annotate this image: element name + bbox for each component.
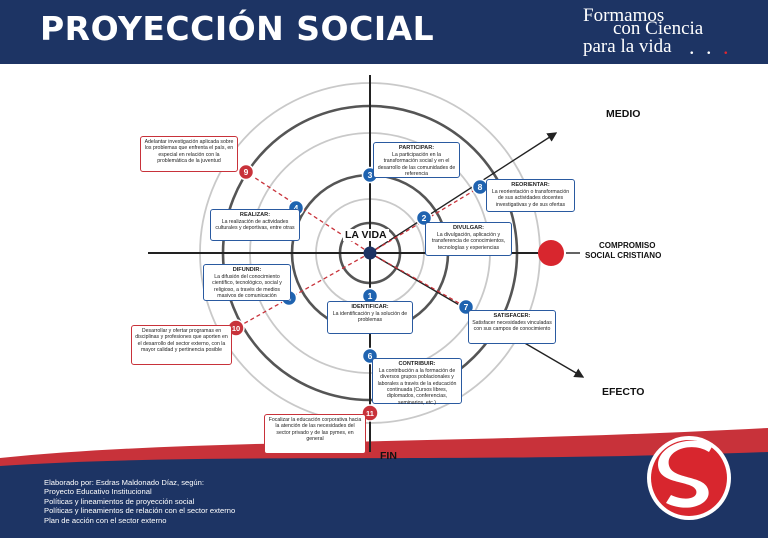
box-programas: Desarrollar y ofertar programas en disci… (131, 325, 232, 365)
box-text: Adelantar investigación aplicada sobre l… (144, 139, 234, 165)
credit-line: Plan de acción con el sector externo (44, 515, 167, 525)
box-text: La difusión del conocimiento científico,… (212, 273, 282, 299)
badge-number: 2 (422, 213, 427, 223)
slogan-line-1: Formamos (583, 5, 665, 26)
badge-number: 3 (368, 170, 373, 180)
axis-label-social-cristiano: SOCIAL CRISTIANO (585, 251, 662, 260)
box-text: Satisfacer necesidades vinculadas con su… (472, 319, 552, 333)
slogan-dots: . . . (689, 34, 732, 59)
slogan-line-2: con Ciencia (613, 18, 704, 39)
slogan-red-dot: . (723, 34, 732, 59)
badge-8: 8 (471, 178, 489, 196)
slogan-line-3: para la vida (583, 36, 672, 57)
box-divulgar: DIVULGAR: La divulgación, aplicación y t… (425, 222, 512, 256)
box-reorientar: REORIENTAR: La reorientación o transform… (486, 179, 575, 212)
box-title: REALIZAR: (239, 212, 271, 218)
axis-label-medio: MEDIO (606, 108, 641, 120)
box-text: La divulgación, aplicación y transferenc… (431, 231, 506, 251)
box-title: REORIENTAR: (511, 182, 550, 188)
box-title: SATISFACER: (493, 313, 531, 319)
connector-7 (369, 252, 467, 308)
medio-arrow (369, 132, 558, 254)
box-title: PARTICIPAR: (398, 145, 435, 151)
badge-11: 11 (361, 404, 379, 422)
box-realizar: REALIZAR: La realización de actividades … (210, 209, 300, 241)
badge-number: 4 (294, 203, 299, 213)
footer-background (0, 428, 768, 538)
box-participar: PARTICIPAR: La participación en la trans… (373, 142, 460, 178)
box-text: Desarrollar y ofertar programas en disci… (135, 328, 228, 354)
box-title: DIVULGAR: (452, 225, 485, 231)
university-logo (647, 436, 731, 520)
box-text: Focalizar la educación corporativa hacia… (268, 417, 362, 443)
badge-number: 6 (368, 351, 373, 361)
box-text: La realización de actividades culturales… (215, 218, 295, 232)
box-investigacion-aplicada: Adelantar investigación aplicada sobre l… (140, 136, 238, 172)
s-logo-icon (658, 440, 713, 508)
box-title: CONTRIBUIR: (398, 361, 436, 367)
axis-label-efecto: EFECTO (602, 386, 645, 398)
box-contribuir: CONTRIBUIR: La contribución a la formaci… (372, 358, 462, 406)
axis-label-fin: FIN (380, 450, 397, 462)
box-title: IDENTIFICAR: (351, 304, 389, 310)
footer-credits: Elaborado por: Esdras Maldonado Díaz, se… (44, 478, 235, 525)
badge-number: 11 (366, 409, 374, 418)
box-title: DIFUNDIR: (232, 267, 262, 273)
badge-number: 8 (478, 182, 483, 192)
credit-line: Políticas y lineamientos de relación con… (44, 506, 236, 516)
box-text: La identificación y la solución de probl… (332, 310, 408, 324)
badge-number: 7 (464, 302, 469, 312)
badge-9: 9 (237, 163, 255, 181)
badge-number: 10 (232, 324, 240, 333)
box-satisfacer: SATISFACER: Satisfacer necesidades vincu… (468, 310, 556, 344)
badge-number: 9 (244, 167, 249, 177)
box-text: La reorientación o transformación de sus… (491, 188, 570, 208)
slogan-logo: Formamos con Ciencia para la vida . . . (583, 5, 763, 61)
page-title: PROYECCIÓN SOCIAL (40, 9, 435, 48)
credit-line: Elaborado por: Esdras Maldonado Díaz, se… (44, 478, 204, 487)
compromiso-dot (538, 240, 564, 266)
center-dot (363, 246, 377, 260)
badge-2: 2 (415, 209, 433, 227)
header-bar: PROYECCIÓN SOCIAL Formamos con Ciencia p… (0, 0, 768, 64)
box-identificar: IDENTIFICAR: La identificación y la solu… (327, 301, 413, 334)
credit-line: Proyecto Educativo Institucional (44, 487, 152, 497)
box-difundir: DIFUNDIR: La difusión del conocimiento c… (203, 264, 291, 301)
connector-10 (235, 252, 371, 329)
center-label: LA VIDA (343, 229, 389, 241)
box-text: La contribución a la formación de divers… (377, 367, 457, 406)
box-text: La participación en la transformación so… (377, 151, 456, 177)
axis-label-compromiso: COMPROMISO (599, 241, 656, 250)
credit-line: Políticas y lineamientos de proyección s… (44, 496, 195, 506)
box-educacion-corporativa: Focalizar la educación corporativa hacia… (264, 414, 366, 454)
badge-number: 1 (368, 291, 373, 301)
